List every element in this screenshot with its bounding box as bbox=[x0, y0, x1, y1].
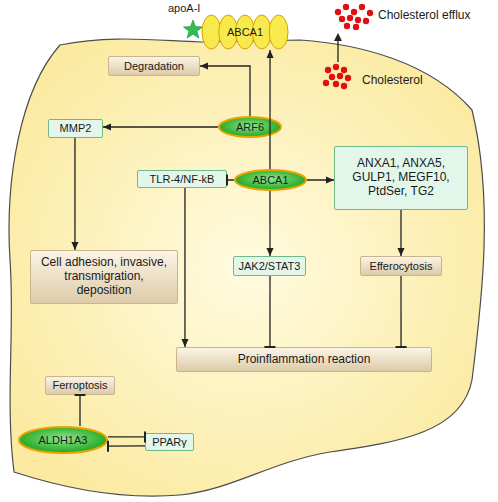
intracellular-cholesterol-dots bbox=[323, 64, 351, 89]
activation-arrow bbox=[400, 210, 401, 256]
transmembrane-helix bbox=[202, 15, 221, 49]
oval-shape bbox=[219, 117, 281, 137]
node-text: Efferocytosis bbox=[370, 260, 433, 273]
node-text: MMP2 bbox=[60, 122, 92, 135]
outcome-box: Cell adhesion, invasive, transmigration,… bbox=[30, 250, 178, 304]
outcome-box: Ferroptosis bbox=[45, 376, 115, 395]
inhibition-connector bbox=[108, 445, 145, 447]
node-text: Cell adhesion, invasive, transmigration,… bbox=[37, 256, 171, 297]
annotation-label: Cholesterol bbox=[362, 73, 423, 87]
inhibition-connector bbox=[269, 276, 270, 347]
cholesterol-dot bbox=[341, 67, 347, 73]
node-text: ANXA1, ANXA5, GULP1, MEGF10, PtdSer, TG2 bbox=[345, 157, 457, 198]
cholesterol-dot bbox=[329, 74, 335, 80]
mediator-box: MMP2 bbox=[48, 119, 103, 138]
node-text: TLR-4/NF-kB bbox=[150, 173, 215, 186]
protein-oval: ARF6 bbox=[218, 116, 282, 138]
cell-outline bbox=[9, 39, 484, 496]
pathway-box: TLR-4/NF-kB bbox=[137, 170, 227, 188]
node-text: Degradation bbox=[124, 60, 184, 73]
cholesterol-dot bbox=[347, 15, 353, 21]
mediator-box: PPARγ bbox=[145, 433, 194, 451]
cholesterol-dot bbox=[359, 4, 365, 10]
annotation-label: Cholesterol efflux bbox=[378, 8, 471, 22]
cholesterol-dot bbox=[341, 83, 347, 89]
activation-arrow bbox=[103, 126, 218, 127]
activation-arrow bbox=[74, 138, 75, 250]
outcome-box: Proinflammation reaction bbox=[176, 347, 432, 372]
cholesterol-dot bbox=[333, 64, 339, 70]
oval-shape bbox=[19, 427, 107, 453]
cholesterol-dot bbox=[343, 4, 349, 10]
efflux-cholesterol-dots bbox=[335, 4, 373, 30]
cholesterol-dot bbox=[363, 18, 369, 24]
inhibition-connector bbox=[400, 276, 401, 347]
protein-oval: ABCA1 bbox=[234, 169, 307, 191]
inhibition-connector bbox=[108, 436, 145, 437]
node-text: JAK2/STAT3 bbox=[239, 260, 301, 273]
cholesterol-dot bbox=[339, 16, 345, 22]
activation-arrow bbox=[307, 179, 334, 180]
activation-arrow bbox=[269, 50, 270, 169]
cholesterol-dot bbox=[335, 9, 341, 15]
outcome-box: Efferocytosis bbox=[360, 256, 442, 276]
protein-oval: ALDH1A3 bbox=[18, 426, 108, 454]
node-text: Ferroptosis bbox=[52, 379, 107, 392]
membrane-transporter: ABCA1 bbox=[203, 14, 287, 50]
mediator-box: ANXA1, ANXA5, GULP1, MEGF10, PtdSer, TG2 bbox=[334, 146, 468, 210]
node-text: PPARγ bbox=[152, 436, 187, 449]
activation-arrow bbox=[200, 66, 250, 116]
outcome-box: Degradation bbox=[108, 56, 200, 76]
inhibition-connector bbox=[79, 395, 80, 426]
efflux-arrow-line bbox=[337, 40, 338, 62]
activation-arrow bbox=[184, 188, 185, 347]
cholesterol-dot bbox=[323, 80, 329, 86]
pathway-box: JAK2/STAT3 bbox=[233, 256, 306, 276]
node-text: ALDH1A3 bbox=[39, 434, 88, 447]
oval-shape bbox=[235, 170, 306, 190]
node-text: ABCA1 bbox=[252, 174, 288, 187]
cholesterol-dot bbox=[345, 75, 351, 81]
activation-arrow bbox=[269, 191, 270, 256]
cholesterol-dot bbox=[344, 23, 350, 29]
efflux-arrow-head bbox=[334, 33, 342, 41]
cholesterol-dot bbox=[367, 10, 373, 16]
cholesterol-dot bbox=[337, 73, 343, 79]
cholesterol-dot bbox=[353, 24, 359, 30]
node-text: ARF6 bbox=[236, 121, 264, 134]
apoa1-star bbox=[184, 20, 203, 38]
cholesterol-dot bbox=[351, 9, 357, 15]
transmembrane-helix bbox=[269, 15, 288, 49]
node-text: Proinflammation reaction bbox=[238, 353, 371, 367]
inhibition-connector bbox=[227, 179, 234, 180]
annotation-label: apoA-I bbox=[168, 2, 200, 14]
cholesterol-dot bbox=[355, 17, 361, 23]
node-text: ABCA1 bbox=[227, 26, 263, 39]
cholesterol-dot bbox=[325, 67, 331, 73]
cholesterol-dot bbox=[333, 81, 339, 87]
